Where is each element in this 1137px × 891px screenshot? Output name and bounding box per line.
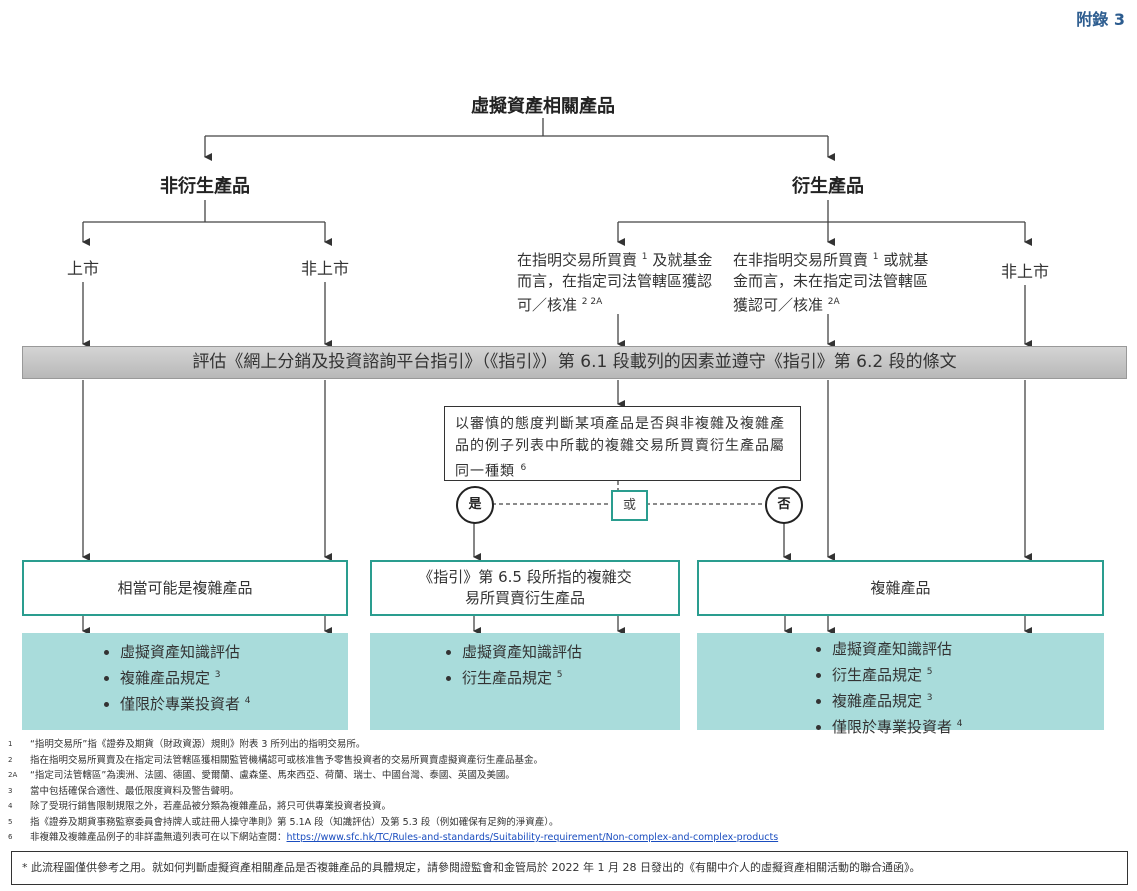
requirements-right: 虛擬資產知識評估 衍生產品規定 5 複雜產品規定 3 僅限於專業投資者 4	[697, 633, 1104, 736]
requirement-item: 複雜產品規定 3	[120, 664, 348, 690]
annex-label: 附錄 3	[1076, 10, 1125, 29]
derivative-heading: 衍生產品	[792, 176, 864, 197]
outcome-complex-exchange-derivative: 《指引》第 6.5 段所指的複雜交易所買賣衍生產品	[370, 560, 680, 616]
disclaimer-box: * 此流程圖僅供參考之用。就如何判斷虛擬資產相關產品是否複雜產品的具體規定，請參…	[11, 851, 1128, 885]
assessment-bar: 評估《網上分銷及投資諮詢平台指引》（《指引》）第 6.1 段載列的因素並遵守《指…	[22, 346, 1127, 379]
requirement-item: 虛擬資產知識評估	[832, 638, 1104, 661]
requirements-left: 虛擬資產知識評估 複雜產品規定 3 僅限於專業投資者 4	[22, 633, 348, 730]
footnote: 2A“指定司法管轄區”為澳洲、法國、德國、愛爾蘭、盧森堡、馬來西亞、荷蘭、瑞士、…	[8, 770, 515, 781]
no-circle: 否	[765, 486, 803, 524]
requirement-item: 虛擬資產知識評估	[120, 641, 348, 664]
requirement-item: 複雜產品規定 3	[832, 687, 1104, 713]
question-box: 以審慎的態度判斷某項產品是否與非複雜及複雜產品的例子列表中所載的複雜交易所買賣衍…	[444, 406, 801, 481]
sfc-link[interactable]: https://www.sfc.hk/TC/Rules-and-standard…	[286, 832, 779, 843]
requirements-middle: 虛擬資產知識評估 衍生產品規定 5	[370, 633, 680, 730]
or-box: 或	[611, 490, 648, 521]
specified-exchange-text: 在指明交易所買賣 1 及就基金而言，在指定司法管轄區獲認可／核准 2 2A	[517, 251, 713, 314]
listed-label: 上市	[66, 259, 100, 278]
requirement-item: 衍生產品規定 5	[832, 661, 1104, 687]
unlisted-label: 非上市	[300, 259, 350, 278]
requirement-item: 僅限於專業投資者 4	[120, 690, 348, 716]
requirement-item: 僅限於專業投資者 4	[832, 713, 1104, 739]
requirement-item: 衍生產品規定 5	[462, 664, 680, 690]
requirement-item: 虛擬資產知識評估	[462, 641, 680, 664]
outcome-likely-complex: 相當可能是複雜產品	[22, 560, 348, 616]
footnote: 1“指明交易所”指《證券及期貨（財政資源）規則》附表 3 所列出的指明交易所。	[8, 739, 366, 750]
footnotes: 1“指明交易所”指《證券及期貨（財政資源）規則》附表 3 所列出的指明交易所。 …	[8, 737, 778, 846]
yes-circle: 是	[456, 486, 494, 524]
non-specified-exchange-text: 在非指明交易所買賣 1 或就基金而言，未在指定司法管轄區獲認可／核准 2A	[733, 251, 929, 314]
diagram-title: 虛擬資產相關產品	[471, 96, 615, 117]
outcome-complex: 複雜產品	[697, 560, 1104, 616]
derivative-unlisted-label: 非上市	[1000, 262, 1050, 281]
non-derivative-heading: 非衍生產品	[160, 176, 250, 197]
